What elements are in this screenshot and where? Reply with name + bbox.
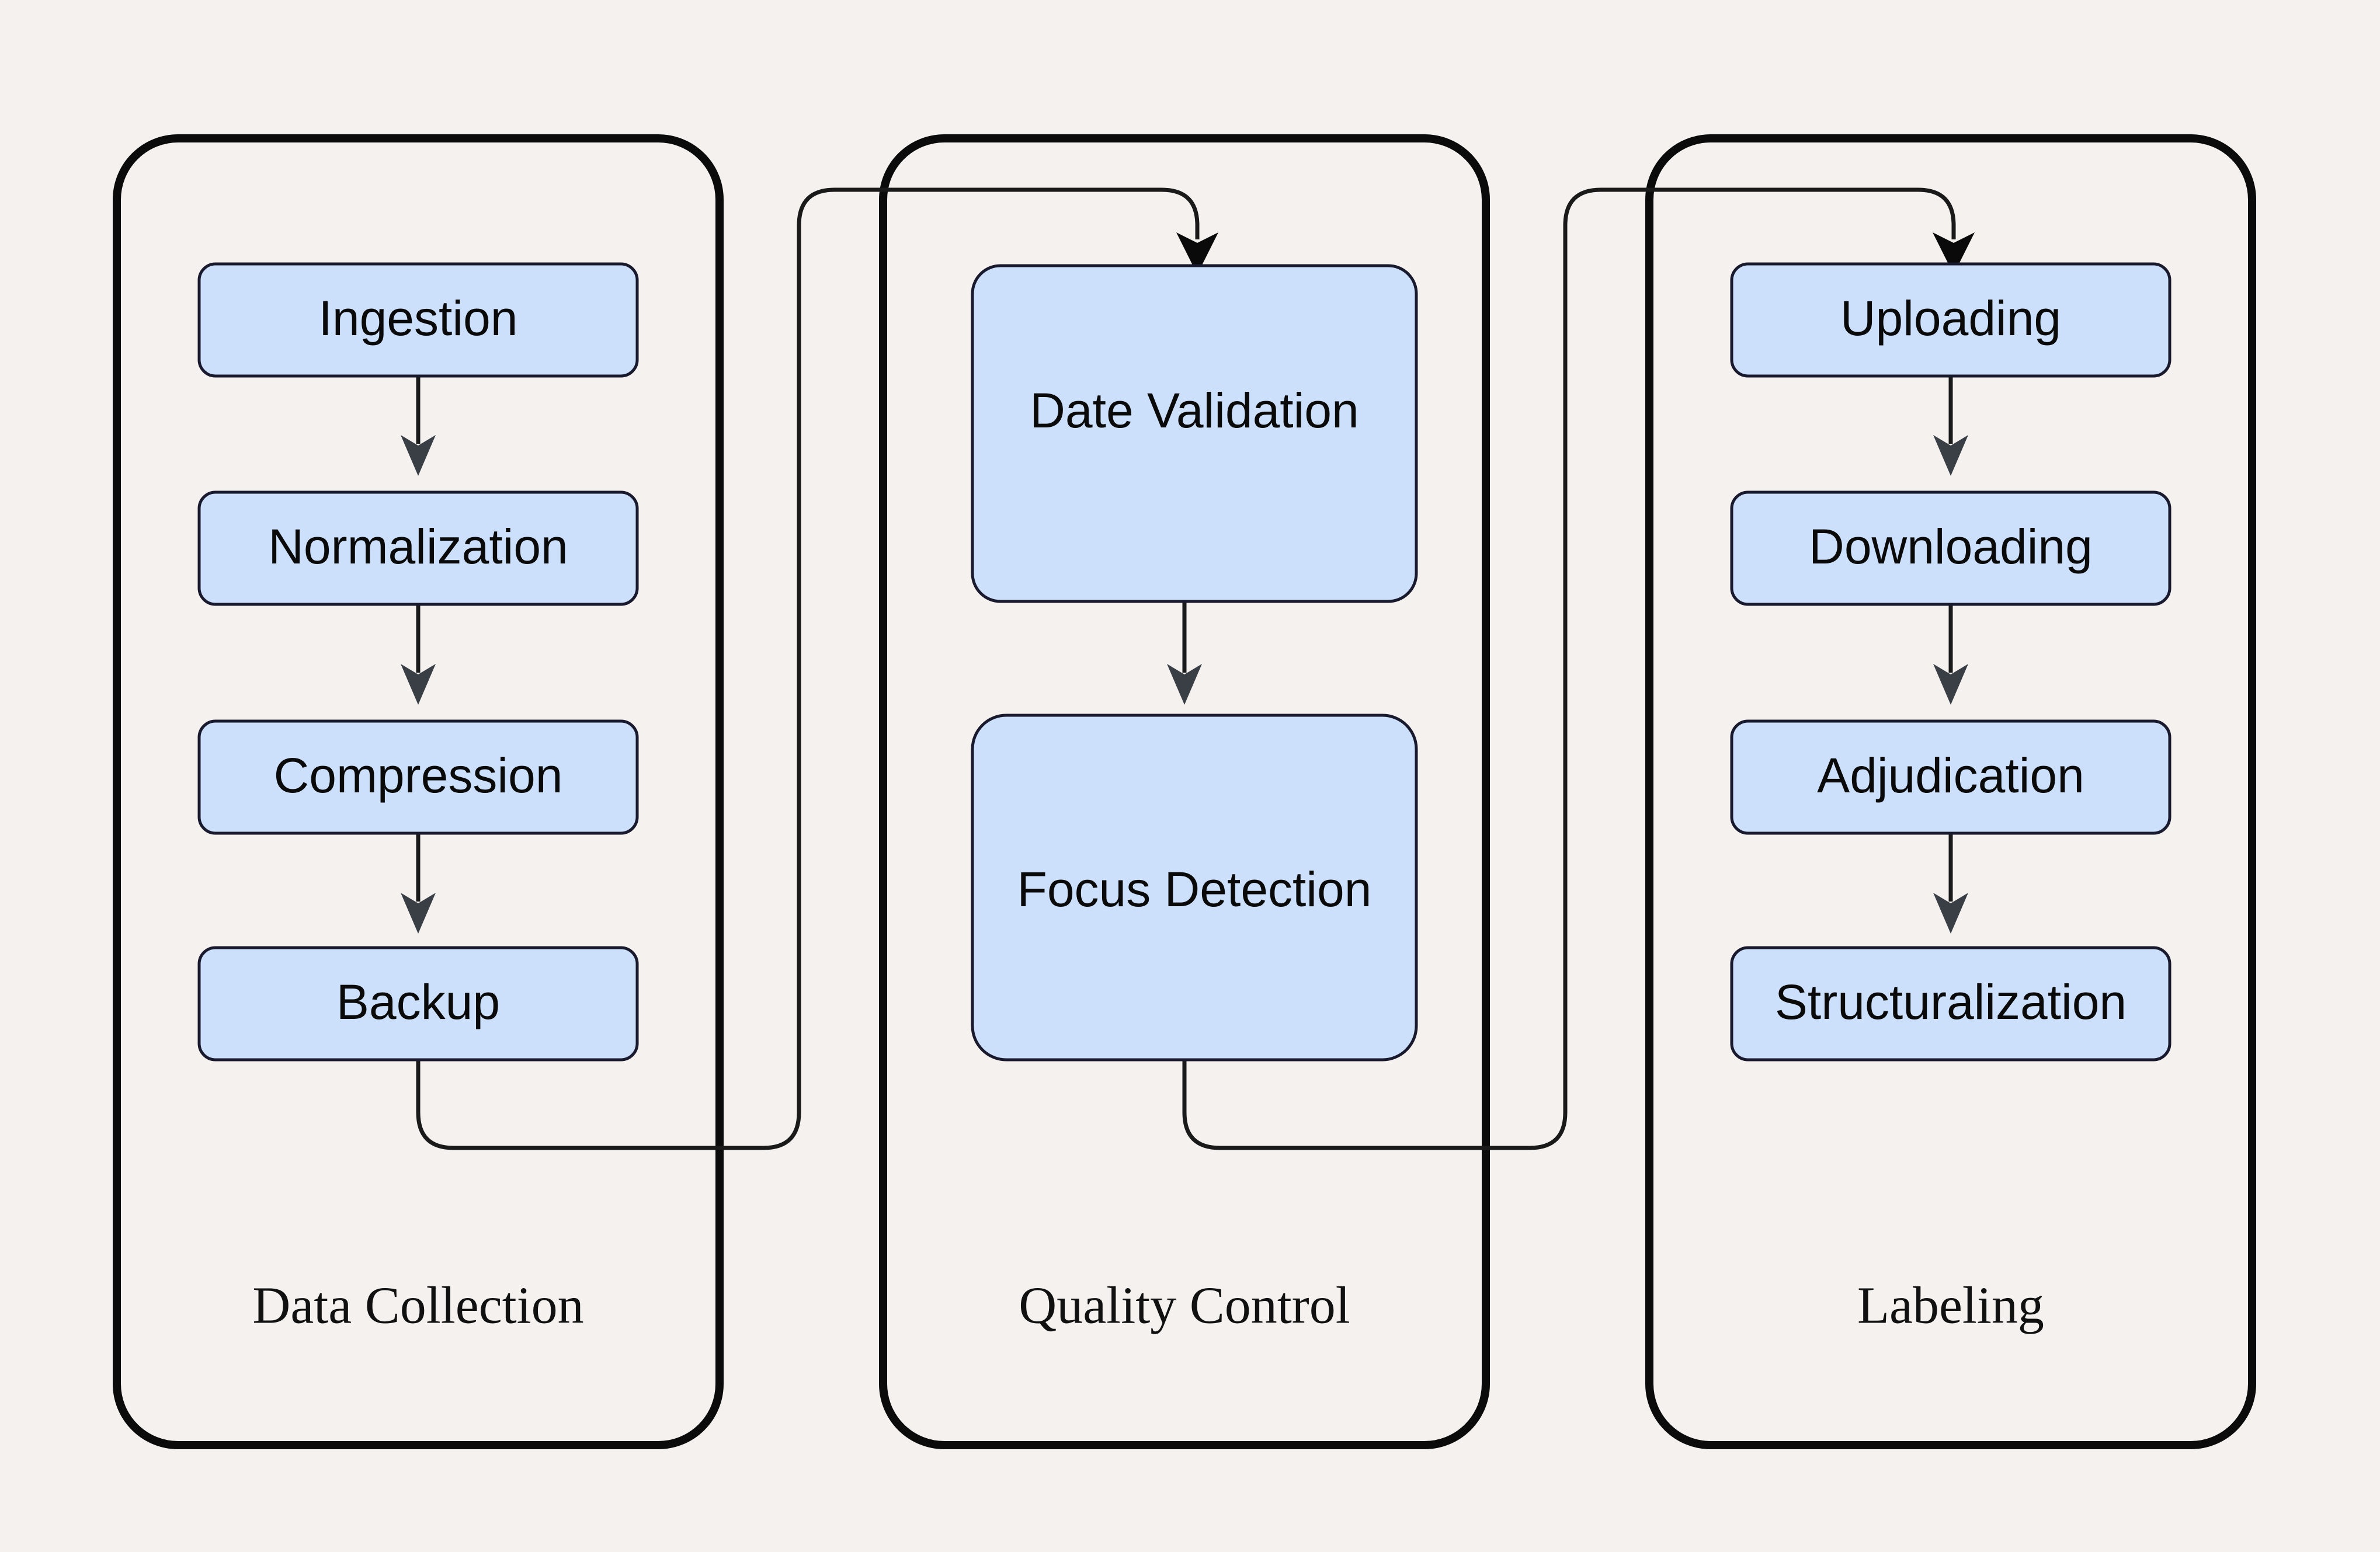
edge-downloading-to-adjudication xyxy=(1933,604,1968,705)
edge-compression-to-backup xyxy=(401,833,436,934)
arrowhead-compression xyxy=(401,664,436,705)
node-box-compression xyxy=(197,719,639,835)
node-box-backup xyxy=(197,946,639,1062)
edge-ingestion-to-normalization xyxy=(401,375,436,476)
node-backup[interactable]: Backup xyxy=(197,946,639,1062)
node-ingestion[interactable]: Ingestion xyxy=(197,262,639,378)
node-box-structuralization xyxy=(1730,946,2171,1062)
node-label-backup: Backup xyxy=(336,975,500,1029)
arrowhead-date-validation xyxy=(1176,232,1218,274)
cluster-label-quality-control: Quality Control xyxy=(1019,1277,1350,1335)
node-label-ingestion: Ingestion xyxy=(319,291,518,346)
node-label-structuralization: Structuralization xyxy=(1775,975,2127,1029)
arrowhead-adjudication xyxy=(1933,664,1968,705)
edge-uploading-to-downloading xyxy=(1933,375,1968,476)
node-adjudication[interactable]: Adjudication xyxy=(1730,719,2171,835)
node-label-downloading: Downloading xyxy=(1809,519,2093,574)
node-box-date-validation xyxy=(971,264,1418,603)
node-box-adjudication xyxy=(1730,719,2171,835)
arrowhead-downloading xyxy=(1933,435,1968,476)
cluster-label-data-collection: Data Collection xyxy=(252,1277,583,1335)
node-box-downloading xyxy=(1730,490,2171,606)
arrowhead-uploading xyxy=(1933,232,1975,274)
node-label-compression: Compression xyxy=(274,748,563,803)
edge-path-backup-date-validation xyxy=(416,187,1200,1150)
arrowhead-structuralization xyxy=(1933,893,1968,934)
node-compression[interactable]: Compression xyxy=(197,719,639,835)
edge-date-validation-to-focus-detection xyxy=(1167,601,1202,705)
edge-backup-to-date-validation xyxy=(416,187,1218,1150)
node-label-uploading: Uploading xyxy=(1840,291,2061,346)
edge-adjudication-to-structuralization xyxy=(1933,833,1968,934)
node-label-normalization: Normalization xyxy=(268,519,568,574)
node-label-focus-detection: Focus Detection xyxy=(1017,862,1372,917)
node-downloading[interactable]: Downloading xyxy=(1730,490,2171,606)
arrowhead-normalization xyxy=(401,435,436,476)
edge-path-focus-detection-uploading xyxy=(1182,187,1956,1150)
node-normalization[interactable]: Normalization xyxy=(197,490,639,606)
node-label-date-validation: Date Validation xyxy=(1030,383,1358,438)
node-box-ingestion xyxy=(197,262,639,378)
node-date-validation[interactable]: Date Validation xyxy=(971,264,1418,603)
cluster-label-labeling: Labeling xyxy=(1857,1277,2044,1335)
edge-focus-detection-to-uploading xyxy=(1182,187,1975,1150)
node-structuralization[interactable]: Structuralization xyxy=(1730,946,2171,1062)
arrowhead-backup xyxy=(401,893,436,934)
node-label-adjudication: Adjudication xyxy=(1817,748,2084,803)
node-focus-detection[interactable]: Focus Detection xyxy=(971,714,1418,1062)
arrowhead-focus-detection xyxy=(1167,664,1202,705)
node-uploading[interactable]: Uploading xyxy=(1730,262,2171,378)
node-box-normalization xyxy=(197,490,639,606)
edge-normalization-to-compression xyxy=(401,604,436,705)
node-box-focus-detection xyxy=(971,714,1418,1062)
node-box-uploading xyxy=(1730,262,2171,378)
